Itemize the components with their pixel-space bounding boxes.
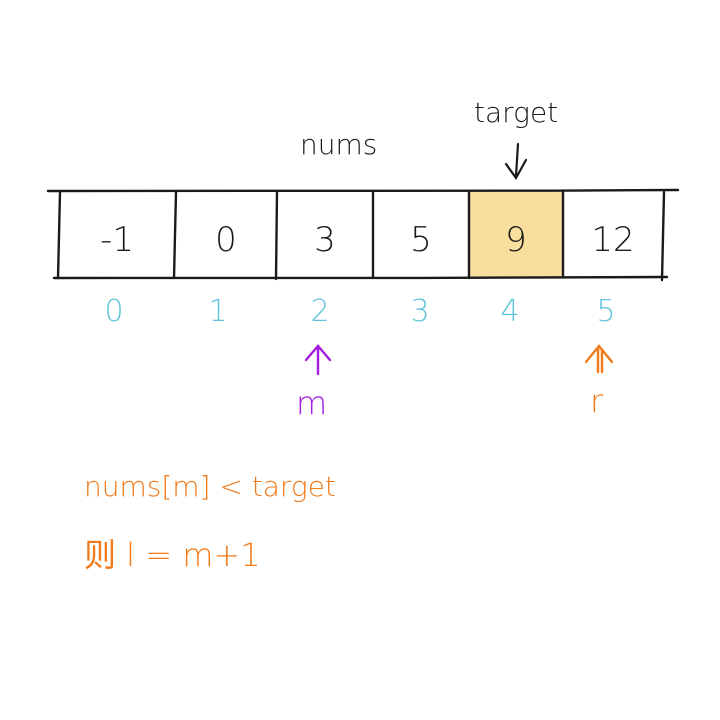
cell-divider: [172, 190, 178, 280]
cell-divider: [56, 190, 62, 280]
target-arrow-icon: [504, 142, 528, 181]
array-cell-value-target: 9: [505, 220, 527, 260]
index-label: 2: [310, 294, 330, 329]
array-cell-value: 0: [215, 220, 237, 260]
index-label: 0: [104, 294, 124, 329]
m-pointer-label: m: [296, 384, 328, 422]
r-pointer-label: r: [590, 382, 604, 420]
condition-note: nums[m] < target: [84, 470, 336, 503]
array-cell-value: 3: [314, 220, 336, 260]
target-label: target: [474, 96, 559, 129]
r-arrow-icon: [584, 344, 614, 374]
m-arrow-icon: [304, 344, 332, 376]
array-top-line: [46, 188, 680, 193]
array-cell-value: 5: [410, 220, 432, 260]
index-label: 1: [208, 294, 228, 329]
cell-divider: [660, 190, 666, 282]
cell-divider: [274, 190, 279, 281]
target-cell-highlight: [469, 192, 563, 278]
array-bottom-line: [52, 275, 669, 280]
array-cell-value: 12: [591, 220, 635, 260]
index-label: 4: [500, 294, 520, 329]
index-label: 5: [596, 294, 616, 329]
update-note: 则 l = m+1: [84, 536, 261, 574]
array-cell-value: -1: [100, 220, 134, 260]
nums-label: nums: [300, 128, 378, 161]
index-label: 3: [410, 294, 430, 329]
